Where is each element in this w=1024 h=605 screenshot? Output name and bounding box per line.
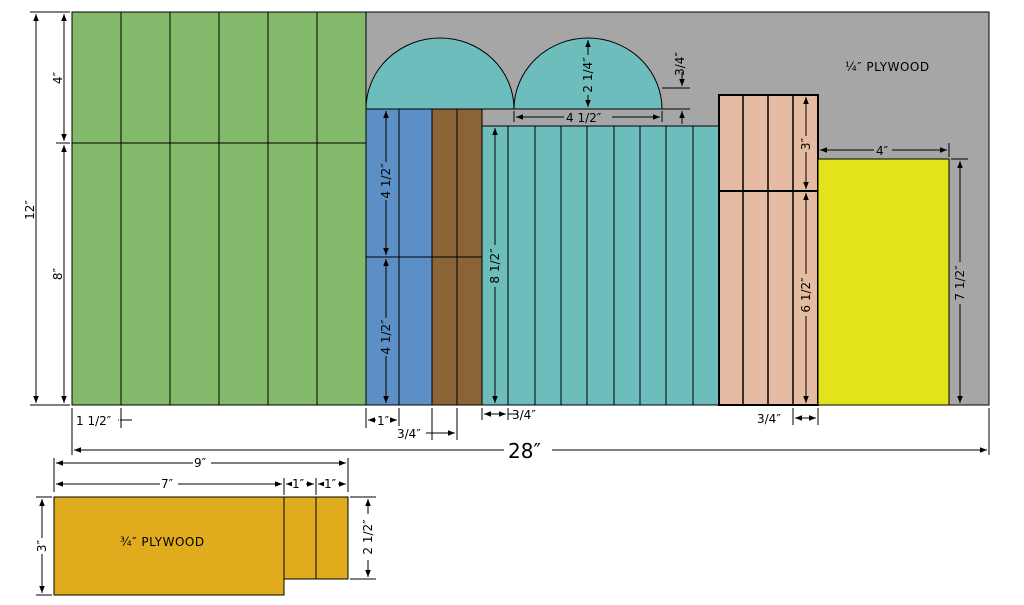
dim-green-sections: 4″ 8″ bbox=[51, 14, 70, 403]
svg-text:3/4″: 3/4″ bbox=[397, 427, 421, 441]
svg-text:4″: 4″ bbox=[51, 71, 65, 84]
svg-text:2 1/2″: 2 1/2″ bbox=[361, 519, 375, 555]
dim-arch-width: 4 1/2″ bbox=[513, 110, 663, 125]
dim-brown-strip: 3/4″ bbox=[396, 408, 458, 441]
dim-yellow-width: 4″ bbox=[817, 143, 950, 158]
svg-text:8 1/2″: 8 1/2″ bbox=[488, 248, 502, 284]
brown-panels bbox=[431, 108, 483, 406]
dim-teal-height: 8 1/2″ bbox=[487, 128, 503, 403]
arch-left bbox=[365, 37, 515, 110]
dim-base-height: 3″ bbox=[34, 496, 52, 596]
svg-text:6 1/2″: 6 1/2″ bbox=[799, 277, 813, 313]
svg-text:2 1/4″: 2 1/4″ bbox=[581, 57, 595, 93]
svg-text:12″: 12″ bbox=[23, 200, 37, 220]
dim-base-parts: 7″ 1″ 1″ bbox=[56, 477, 346, 495]
svg-text:3″: 3″ bbox=[799, 137, 813, 150]
dim-arch-gap: 3/4″ bbox=[662, 52, 690, 124]
svg-text:3/4″: 3/4″ bbox=[673, 52, 687, 76]
svg-text:1 1/2″: 1 1/2″ bbox=[76, 414, 112, 428]
svg-text:9″: 9″ bbox=[194, 456, 207, 470]
svg-text:1″: 1″ bbox=[324, 477, 337, 491]
quarter-plywood-label: ¼″ PLYWOOD bbox=[845, 60, 930, 74]
svg-text:28″: 28″ bbox=[508, 439, 541, 463]
dim-blue-sections: 4 1/2″ 4 1/2″ bbox=[378, 111, 394, 403]
svg-text:4 1/2″: 4 1/2″ bbox=[379, 163, 393, 199]
yellow-panel bbox=[817, 158, 950, 406]
teal-panels bbox=[481, 125, 720, 406]
dim-height-12: 12″ bbox=[23, 11, 70, 406]
svg-text:1″: 1″ bbox=[377, 414, 390, 428]
teal-panel bbox=[481, 125, 720, 406]
svg-text:4 1/2″: 4 1/2″ bbox=[379, 319, 393, 355]
blue-panels bbox=[365, 108, 433, 406]
svg-text:8″: 8″ bbox=[51, 267, 65, 280]
dim-overall-28: 28″ bbox=[71, 408, 990, 463]
dim-pink-sections: 3″ 6 1/2″ bbox=[798, 97, 814, 403]
dim-base-9: 9″ bbox=[53, 456, 349, 492]
dim-yellow-height: 7 1/2″ bbox=[951, 158, 968, 406]
svg-text:7 1/2″: 7 1/2″ bbox=[953, 265, 967, 301]
green-panels bbox=[71, 11, 367, 406]
svg-text:4″: 4″ bbox=[876, 144, 889, 158]
three-quarter-plywood-label: ¾″ PLYWOOD bbox=[120, 535, 205, 549]
dim-blue-strip: 1″ bbox=[365, 408, 400, 440]
dim-arch-height: 2 1/4″ bbox=[580, 40, 596, 107]
svg-text:7″: 7″ bbox=[161, 477, 174, 491]
dim-green-strip: 1 1/2″ bbox=[71, 408, 132, 428]
svg-text:1″: 1″ bbox=[292, 477, 305, 491]
svg-text:4 1/2″: 4 1/2″ bbox=[566, 111, 602, 125]
svg-text:3/4″: 3/4″ bbox=[757, 412, 781, 426]
svg-text:3/4″: 3/4″ bbox=[512, 408, 536, 422]
dim-pink-strip: 3/4″ bbox=[755, 408, 819, 426]
dim-teal-strip: 3/4″ bbox=[481, 408, 536, 422]
svg-text:3″: 3″ bbox=[35, 539, 49, 552]
dim-base-tab-height: 2 1/2″ bbox=[350, 496, 376, 580]
